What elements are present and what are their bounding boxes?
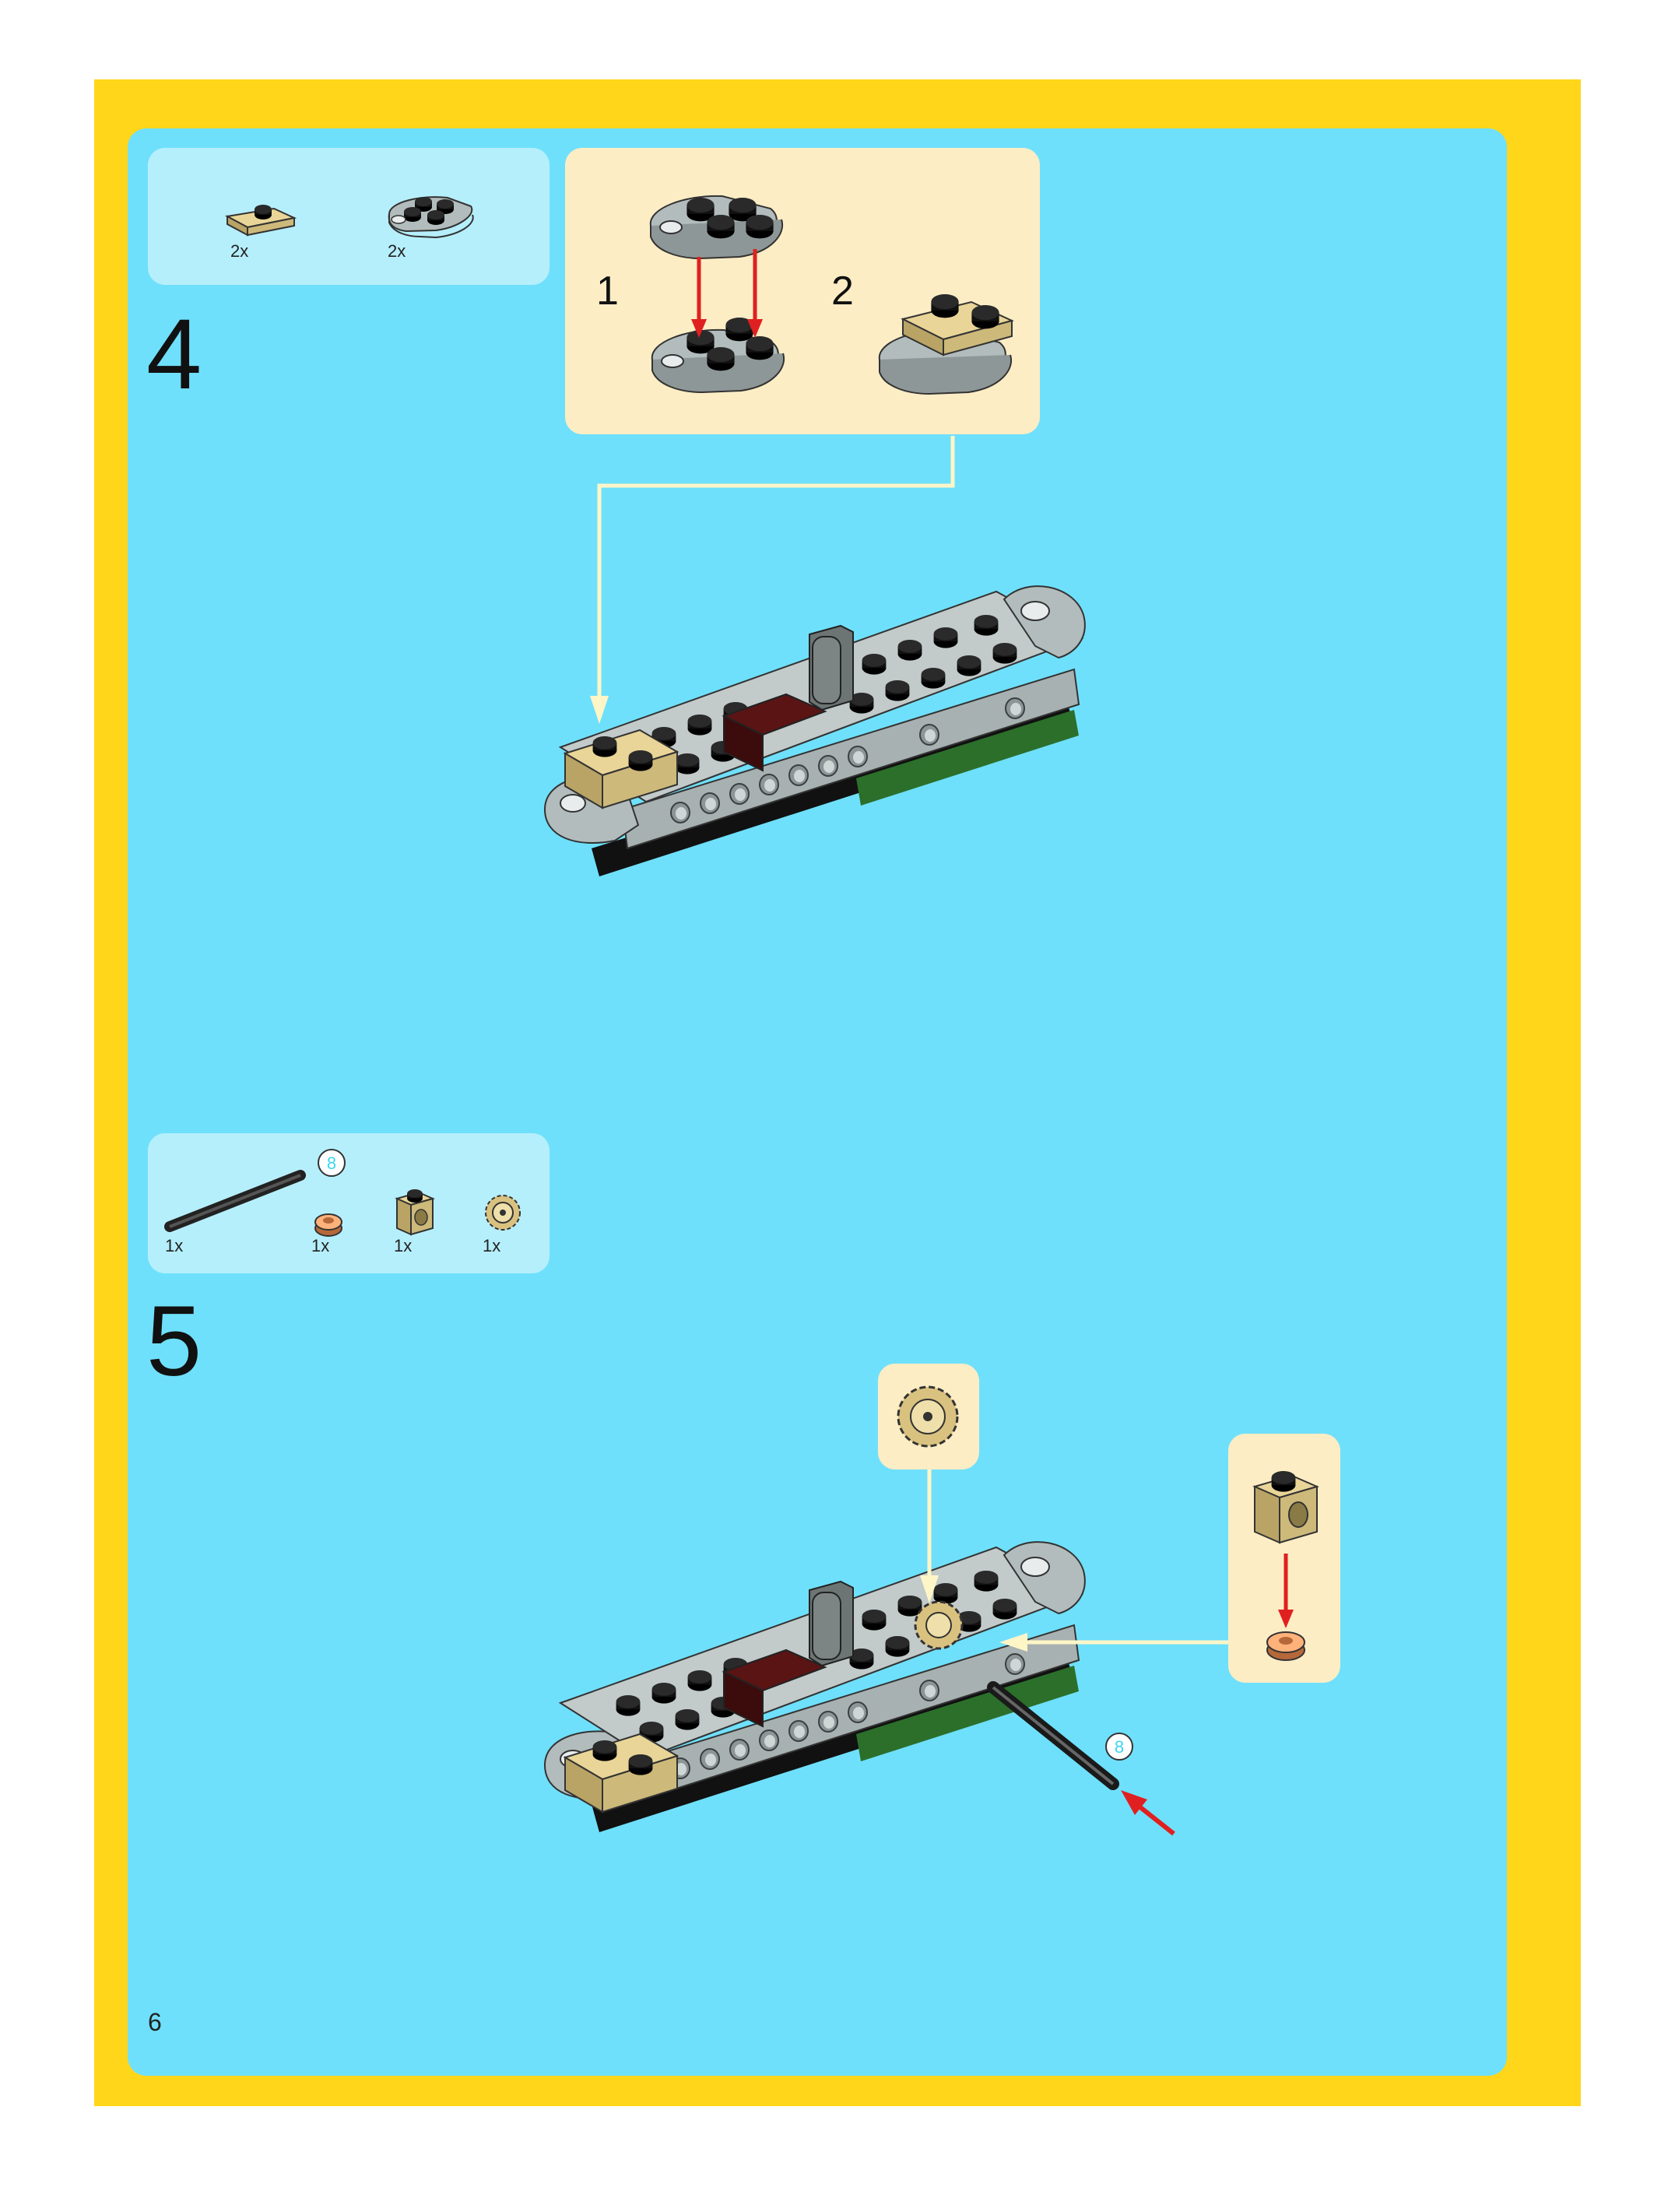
step5-tan-plates — [563, 1733, 679, 1813]
step5-part2-qty: 1x — [311, 1236, 330, 1255]
black-axle-icon — [164, 1170, 306, 1232]
step4-guide-line — [590, 436, 955, 724]
brick-callout-icon — [1252, 1471, 1319, 1544]
substep-1-number: 1 — [596, 269, 619, 314]
axle-badge-on-model: 8 — [1105, 1733, 1133, 1761]
tan-gear-icon — [485, 1195, 521, 1231]
down-arrows — [691, 249, 763, 338]
axle-on-model — [987, 1681, 1119, 1790]
step4-part2-qty: 2x — [388, 241, 406, 261]
svg-text:8: 8 — [1115, 1737, 1124, 1757]
tan-technic-brick-icon — [395, 1189, 435, 1236]
bush-callout-icon — [1266, 1631, 1305, 1661]
step5-part3-qty: 1x — [394, 1236, 413, 1255]
step5-number: 5 — [146, 1286, 202, 1397]
step5-part1-qty: 1x — [165, 1236, 184, 1255]
round-plate-top — [649, 195, 784, 260]
gear-on-model — [914, 1600, 964, 1650]
tan-plate-1x2-icon — [224, 205, 297, 237]
gear-guide-line — [920, 1469, 939, 1603]
gear-callout-icon — [897, 1385, 959, 1448]
step4-parts-list — [148, 148, 550, 285]
page-number: 6 — [148, 2008, 162, 2036]
svg-text:8: 8 — [327, 1153, 336, 1173]
brick-guide-line — [999, 1633, 1228, 1652]
step4-tan-plates — [563, 729, 679, 809]
substep-2-number: 2 — [831, 269, 854, 314]
axle-push-arrow — [1121, 1790, 1175, 1836]
brick-bush-arrow — [1278, 1554, 1294, 1628]
step5-part4-qty: 1x — [483, 1236, 501, 1255]
gray-round-plate-icon — [388, 196, 474, 239]
step4-part1-qty: 2x — [230, 241, 249, 261]
axle-length-badge: 8 — [318, 1149, 346, 1177]
combined-plate — [878, 294, 1014, 395]
orange-bush-icon — [314, 1213, 342, 1237]
step4-number: 4 — [146, 299, 202, 410]
step4-model — [543, 585, 1086, 876]
round-plate-bottom — [651, 318, 785, 394]
